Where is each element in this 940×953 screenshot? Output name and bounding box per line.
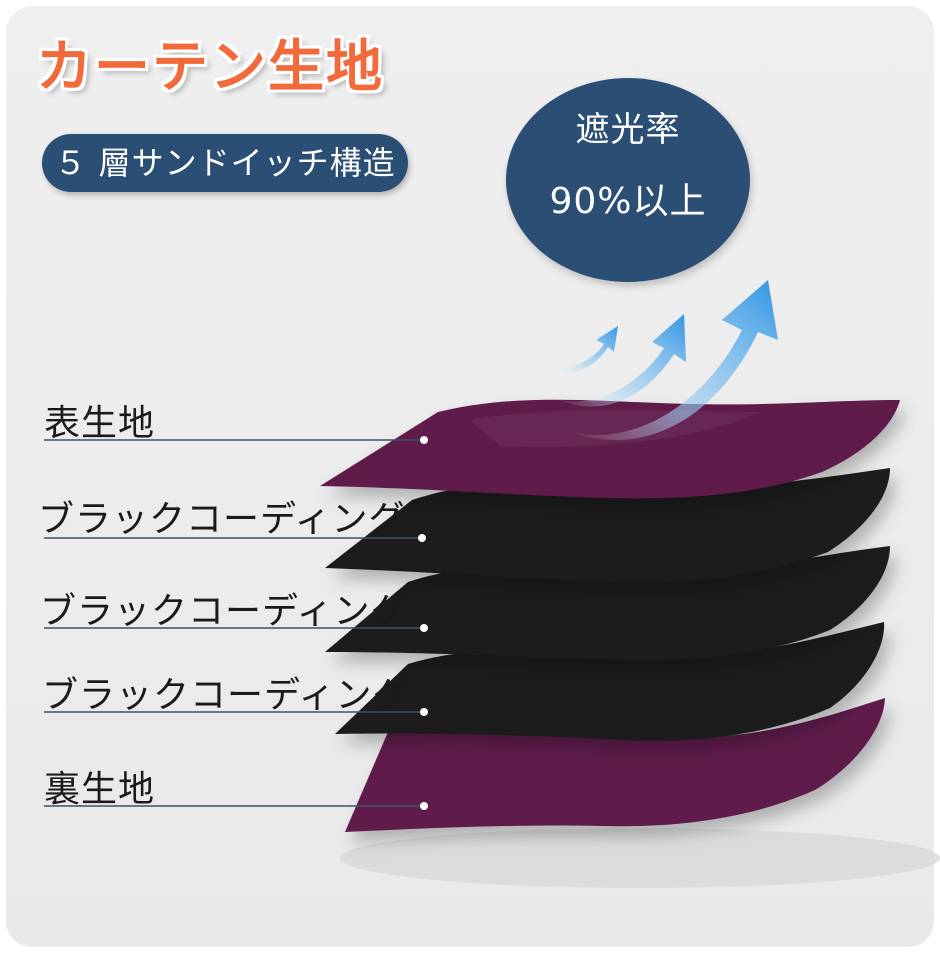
leader-dots: [418, 436, 428, 810]
leader-dot-3: [420, 624, 428, 632]
layer-label-back: 裏生地: [44, 769, 156, 810]
layer-label-coating-3: ブラックコーディング: [42, 675, 410, 716]
shading-rate-label: 遮光率: [575, 110, 681, 150]
arrow-large-icon: [570, 280, 778, 441]
page-title: カーテン生地: [36, 35, 384, 100]
shading-rate-circle: 遮光率 90%以上: [506, 78, 750, 282]
arrow-small-icon: [548, 326, 618, 373]
floor-shadow: [340, 828, 940, 888]
shading-rate-value: 90%以上: [549, 181, 707, 222]
leader-lines: [44, 439, 424, 807]
layer-label-coating-2: ブラックコーディング: [40, 591, 408, 632]
layer-face-fabric: [320, 399, 900, 499]
face-fabric-sheen: [470, 410, 760, 447]
layer-black-coating-1: [325, 468, 890, 583]
arrow-medium-icon: [560, 314, 686, 407]
layer-label-coating-1: ブラックコーディング: [38, 499, 406, 540]
structure-badge: ５ 層サンドイッチ構造: [42, 134, 408, 192]
leader-dot-2: [418, 534, 426, 542]
light-reflection-arrows: [548, 280, 778, 441]
leader-dot-4: [420, 708, 428, 716]
leader-dot-1: [420, 436, 428, 444]
layer-label-face: 表生地: [44, 403, 156, 444]
leader-dot-5: [420, 802, 428, 810]
